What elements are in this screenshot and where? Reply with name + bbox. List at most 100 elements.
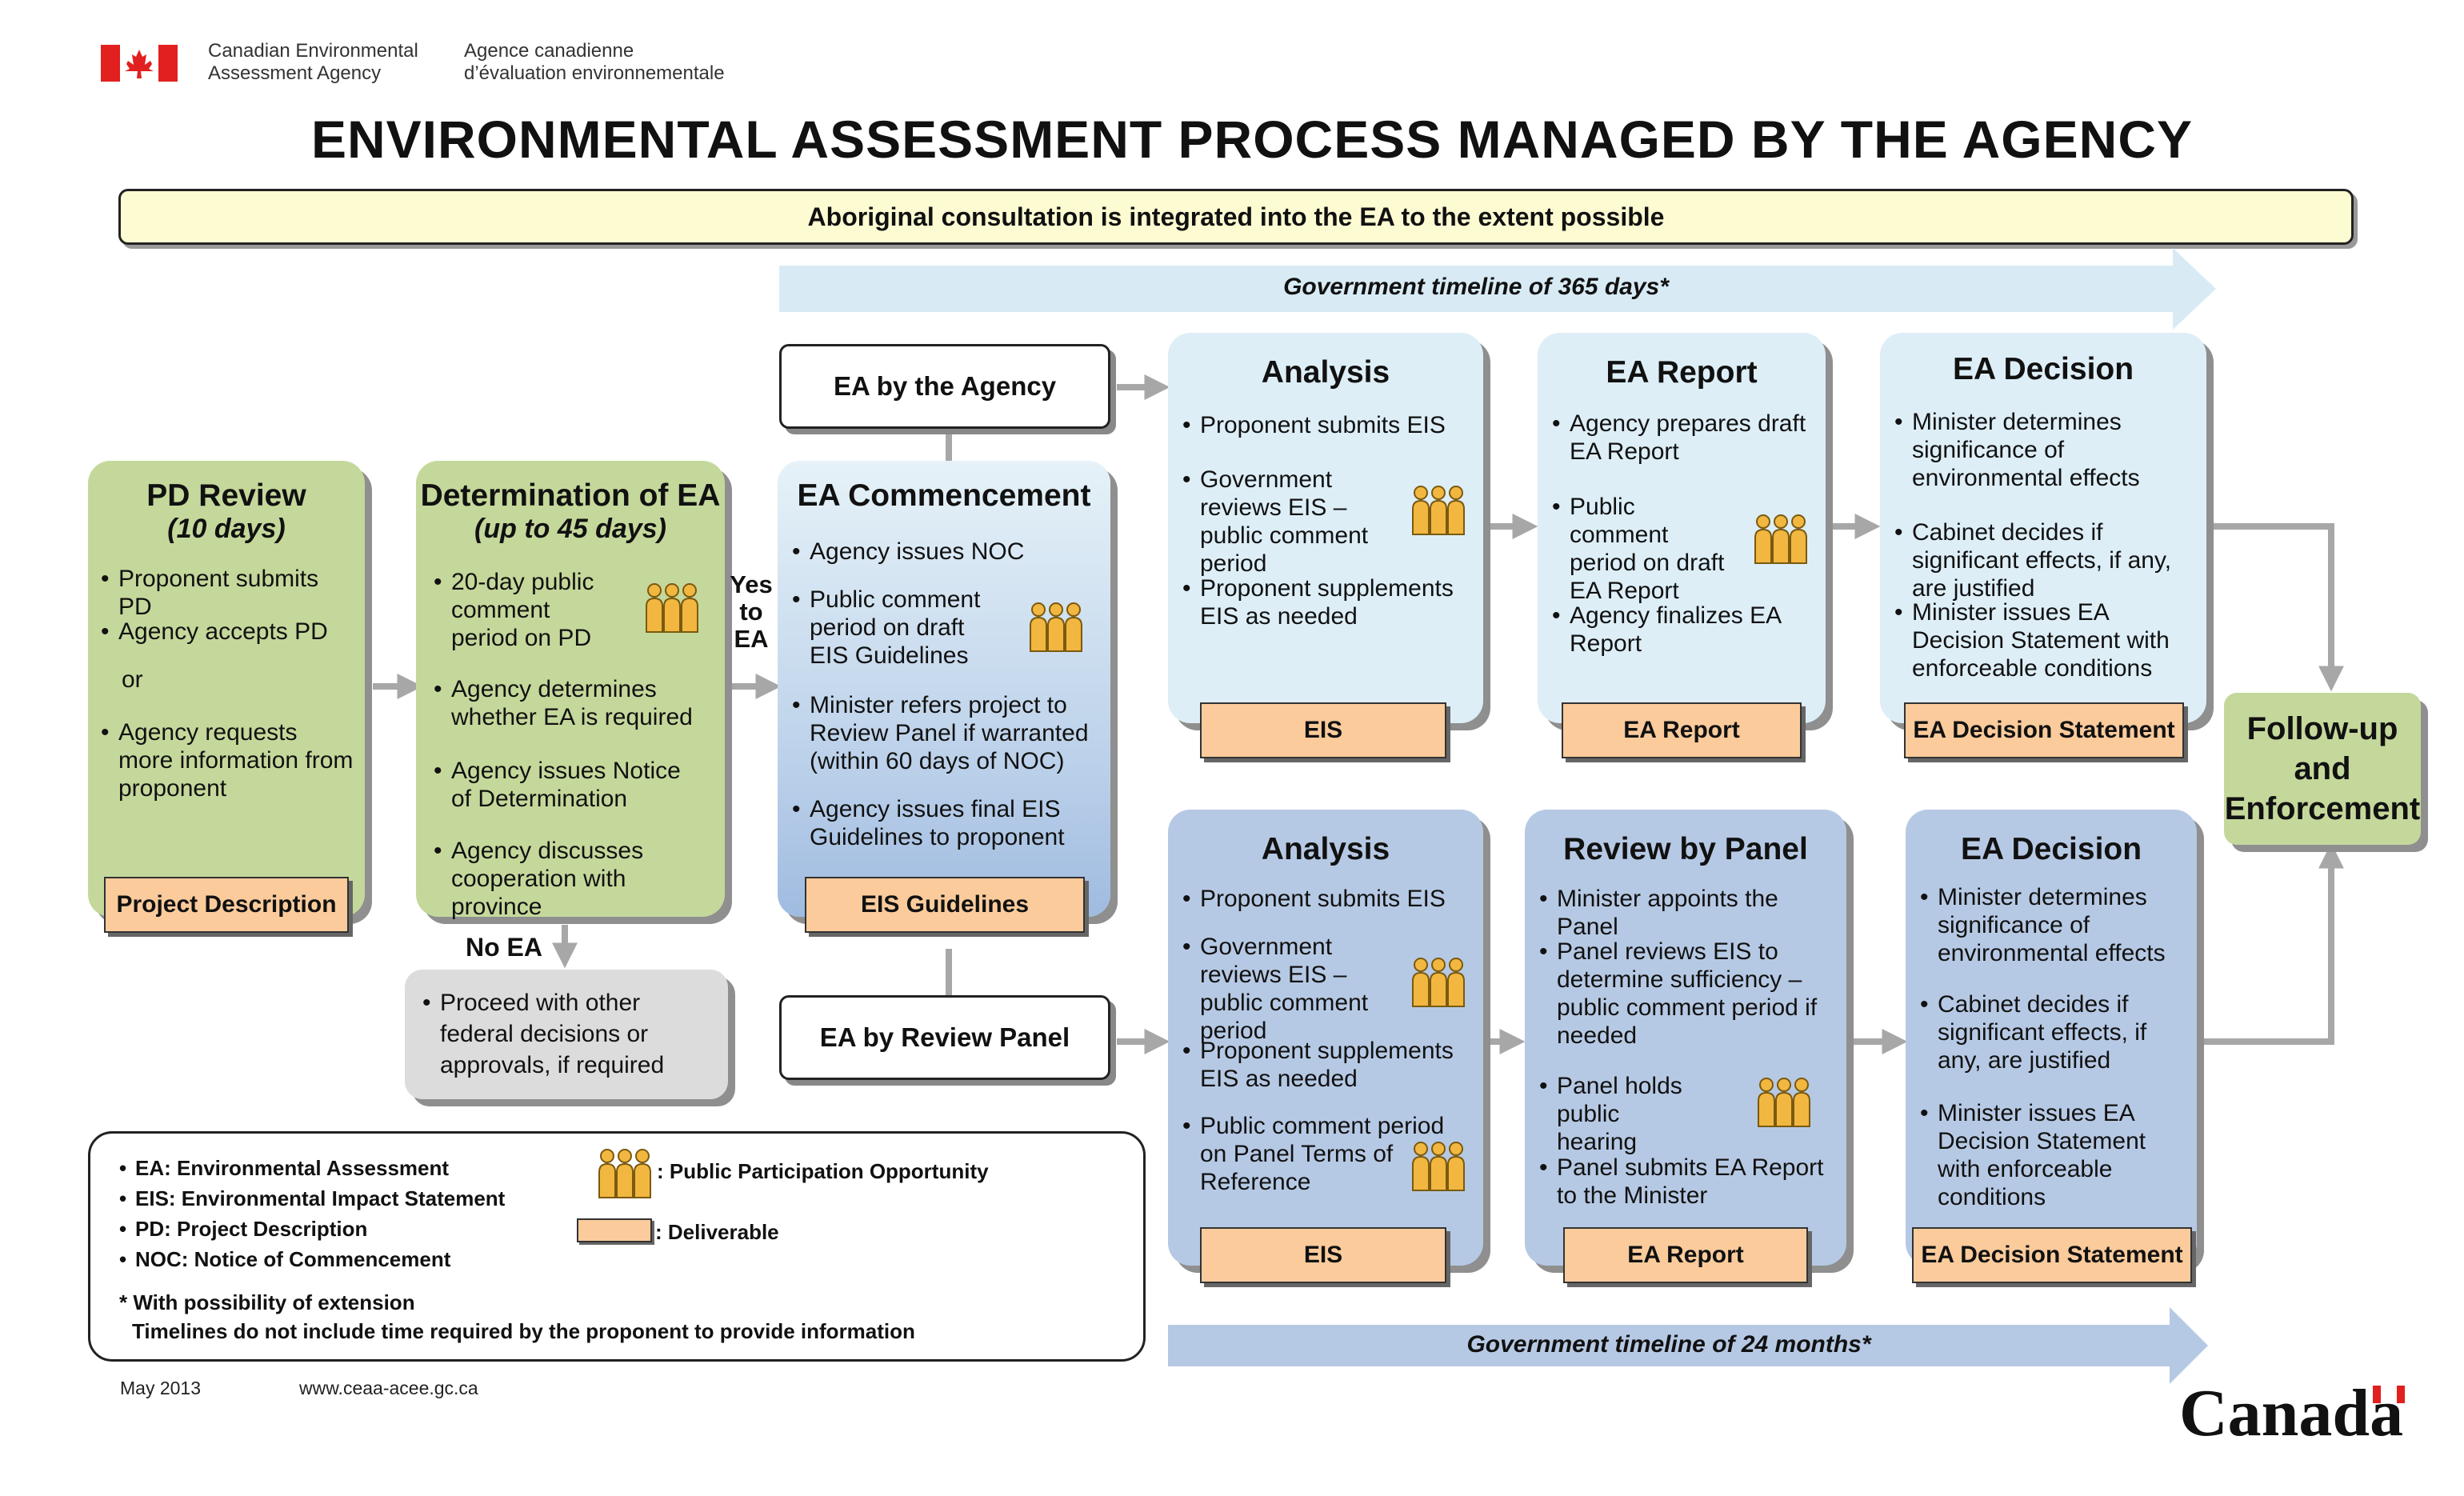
- agency-report-item-2: Public comment period on draft EA Report: [1552, 493, 1728, 605]
- legend-box: EA: Environmental Assessment EIS: Enviro…: [88, 1131, 1146, 1362]
- no-ea-item: Proceed with other federal decisions or …: [422, 987, 718, 1081]
- ea-commencement-box: EA Commencement Agency issues NOC Public…: [778, 461, 1110, 917]
- pd-or-label: or: [122, 666, 143, 693]
- people-icon: [1411, 1141, 1466, 1198]
- footer-date: May 2013: [120, 1378, 202, 1398]
- yes-to-ea-line3: EA: [734, 625, 769, 653]
- deliverable-panel-ea-report: EA Report: [1563, 1227, 1808, 1283]
- pd-item-3: Agency requests more information from pr…: [101, 718, 358, 802]
- agency-name-en: Canadian Environmental Assessment Agency: [208, 40, 418, 85]
- legend-note-timelines: Timelines do not include time required b…: [132, 1319, 915, 1343]
- timeline-24-label: Government timeline of 24 months*: [1466, 1331, 1871, 1358]
- ea-by-review-panel-box: EA by Review Panel: [779, 995, 1110, 1080]
- agency-decision-item-2: Cabinet decides if significant effects, …: [1894, 518, 2198, 602]
- follow-up-box: Follow-up and Enforcement: [2224, 693, 2421, 845]
- determination-item-4: Agency discusses cooperation with provin…: [434, 837, 714, 921]
- review-item-4: Panel submits EA Report to the Minister: [1539, 1154, 1843, 1210]
- pd-item-1: Proponent submits PD: [101, 565, 357, 621]
- panel-decision-item-2: Cabinet decides if significant effects, …: [1920, 990, 2192, 1074]
- review-by-panel-box: Review by Panel Minister appoints the Pa…: [1525, 810, 1846, 1266]
- legend-item-ea: EA: Environmental Assessment: [119, 1156, 449, 1181]
- agency-analysis-item-1: Proponent submits EIS: [1182, 411, 1470, 439]
- timeline-365-label: Government timeline of 365 days*: [1283, 274, 1669, 300]
- legend-people-label: : Public Participation Opportunity: [657, 1159, 989, 1183]
- legend-item-pd: PD: Project Description: [119, 1217, 367, 1242]
- canada-wordmark-text: Canada: [2179, 1376, 2404, 1450]
- agency-name-fr-line1: Agence canadienne: [464, 40, 634, 62]
- panel-decision-title: EA Decision: [1960, 832, 2142, 866]
- page-title: ENVIRONMENTAL ASSESSMENT PROCESS MANAGED…: [310, 110, 2194, 169]
- pd-review-title: PD Review: [146, 478, 306, 513]
- legend-note-extension: * With possibility of extension: [119, 1290, 415, 1314]
- deliverable-ea-decision-statement: EA Decision Statement: [1904, 702, 2184, 758]
- agency-decision-item-1: Minister determines significance of envi…: [1894, 408, 2190, 492]
- canada-wordmark-flag-icon: [2373, 1386, 2405, 1403]
- panel-analysis-title: Analysis: [1261, 832, 1390, 866]
- panel-decision-item-1: Minister determines significance of envi…: [1920, 883, 2184, 967]
- agency-report-title: EA Report: [1606, 355, 1758, 390]
- follow-up-line1: Follow-up: [2246, 711, 2398, 746]
- review-item-1: Minister appoints the Panel: [1539, 885, 1843, 941]
- no-ea-box: Proceed with other federal decisions or …: [405, 970, 728, 1099]
- panel-analysis-item-2: Government reviews EIS – public comment …: [1182, 933, 1406, 1045]
- no-ea-label: No EA: [466, 933, 542, 962]
- ea-by-agency-box: EA by the Agency: [779, 344, 1110, 429]
- yes-to-ea-line1: Yes: [730, 570, 773, 598]
- timeline-arrow-365-days: Government timeline of 365 days*: [779, 248, 2216, 330]
- determination-box: Determination of EA (up to 45 days) 20-d…: [416, 461, 725, 920]
- people-icon: [645, 582, 699, 639]
- panel-decision-box: EA Decision Minister determines signific…: [1906, 810, 2197, 1266]
- footer-url: www.ceaa-acee.gc.ca: [299, 1378, 478, 1398]
- agency-report-item-3: Agency finalizes EA Report: [1552, 602, 1808, 658]
- review-by-panel-title: Review by Panel: [1563, 832, 1808, 866]
- pd-review-duration: (10 days): [167, 514, 286, 544]
- deliverable-eis-guidelines: EIS Guidelines: [805, 877, 1085, 933]
- panel-analysis-item-3: Proponent supplements EIS as needed: [1182, 1037, 1454, 1093]
- pd-item-2: Agency accepts PD: [101, 618, 357, 646]
- yes-to-ea-label: Yes to EA: [725, 571, 778, 653]
- yes-to-ea-line2: to: [739, 598, 763, 626]
- deliverable-panel-eis: EIS: [1200, 1227, 1446, 1283]
- determination-item-2: Agency determines whether EA is required: [434, 675, 706, 731]
- determination-duration: (up to 45 days): [474, 514, 666, 544]
- panel-decision-item-3: Minister issues EA Decision Statement wi…: [1920, 1099, 2184, 1211]
- commencement-item-2: Public comment period on draft EIS Guide…: [792, 586, 984, 670]
- review-item-3: Panel holds public hearing: [1539, 1072, 1699, 1156]
- banner-text: Aboriginal consultation is integrated in…: [807, 202, 1665, 231]
- agency-name-en-line1: Canadian Environmental: [208, 40, 418, 62]
- follow-up-line3: Enforcement: [2224, 791, 2421, 826]
- panel-analysis-item-4: Public comment period on Panel Terms of …: [1182, 1112, 1462, 1196]
- agency-decision-title: EA Decision: [1952, 352, 2134, 386]
- people-icon: [1754, 514, 1808, 570]
- determination-title: Determination of EA: [420, 478, 721, 513]
- legend-item-noc: NOC: Notice of Commencement: [119, 1247, 450, 1272]
- pd-review-box: PD Review (10 days) Proponent submits PD…: [88, 461, 365, 917]
- canada-flag-icon: [101, 45, 178, 82]
- people-icon: [1411, 957, 1466, 1014]
- legend-deliverable-swatch: [577, 1218, 652, 1242]
- deliverable-panel-ea-decision-statement: EA Decision Statement: [1912, 1227, 2192, 1283]
- arrow-panel-decision-to-followup: [2202, 842, 2344, 1045]
- agency-name-fr: Agence canadienne d’évaluation environne…: [464, 40, 725, 85]
- review-item-2: Panel reviews EIS to determine sufficien…: [1539, 938, 1835, 1050]
- deliverable-ea-report: EA Report: [1562, 702, 1802, 758]
- follow-up-line2: and: [2294, 751, 2351, 786]
- commencement-item-3: Minister refers project to Review Panel …: [792, 691, 1104, 775]
- panel-analysis-item-1: Proponent submits EIS: [1182, 885, 1470, 913]
- aboriginal-consultation-banner: Aboriginal consultation is integrated in…: [118, 189, 2354, 245]
- people-icon: [1757, 1077, 1811, 1134]
- deliverable-eis: EIS: [1200, 702, 1446, 758]
- agency-name-en-line2: Assessment Agency: [208, 62, 382, 84]
- legend-deliverable-label: : Deliverable: [655, 1220, 779, 1244]
- commencement-title: EA Commencement: [797, 478, 1091, 513]
- timeline-arrow-24-months: Government timeline of 24 months*: [1168, 1307, 2208, 1384]
- canada-wordmark: Canada: [2179, 1378, 2419, 1450]
- commencement-item-4: Agency issues final EIS Guidelines to pr…: [792, 795, 1104, 851]
- agency-report-item-1: Agency prepares draft EA Report: [1552, 410, 1808, 466]
- people-icon: [598, 1148, 652, 1205]
- agency-name-fr-line2: d’évaluation environnementale: [464, 62, 725, 84]
- determination-item-3: Agency issues Notice of Determination: [434, 757, 706, 813]
- commencement-item-1: Agency issues NOC: [792, 538, 1096, 566]
- legend-item-eis: EIS: Environmental Impact Statement: [119, 1186, 505, 1211]
